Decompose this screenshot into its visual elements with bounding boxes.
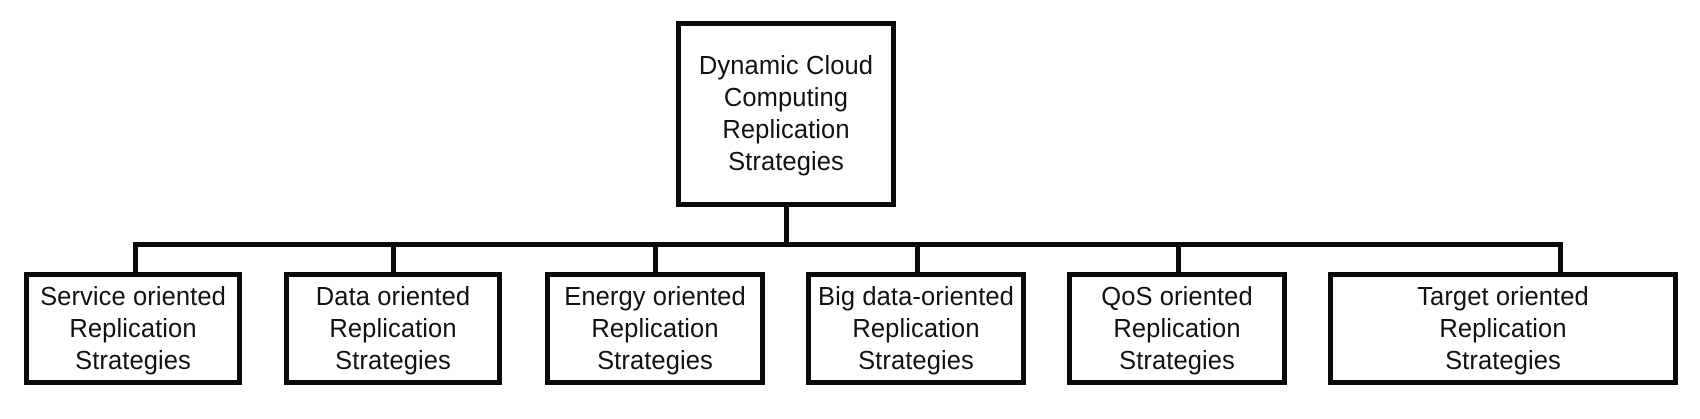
- connector-drop-target-oriented: [1558, 245, 1563, 274]
- node-target-oriented-replication-strategies: Target oriented Replication Strategies: [1328, 272, 1678, 385]
- connector-drop-qos-oriented: [1176, 245, 1181, 274]
- node-root-dynamic-cloud-computing-replication-strategies: Dynamic Cloud Computing Replication Stra…: [676, 21, 896, 207]
- node-data-oriented-label: Data oriented Replication Strategies: [315, 282, 471, 375]
- node-service-oriented-label: Service oriented Replication Strategies: [40, 282, 226, 375]
- node-data-oriented-replication-strategies: Data oriented Replication Strategies: [284, 272, 502, 385]
- node-target-oriented-label: Target oriented Replication Strategies: [1417, 282, 1589, 375]
- node-energy-oriented-label: Energy oriented Replication Strategies: [564, 282, 746, 375]
- connector-horizontal-bus: [133, 242, 1563, 247]
- node-qos-oriented-replication-strategies: QoS oriented Replication Strategies: [1067, 272, 1287, 385]
- connector-root-stem: [784, 205, 789, 247]
- connector-drop-data-oriented: [391, 245, 396, 274]
- node-energy-oriented-replication-strategies: Energy oriented Replication Strategies: [545, 272, 765, 385]
- node-big-data-oriented-label: Big data-oriented Replication Strategies: [818, 282, 1014, 375]
- node-qos-oriented-label: QoS oriented Replication Strategies: [1101, 282, 1253, 375]
- connector-drop-service-oriented: [133, 245, 138, 274]
- connector-drop-big-data-oriented: [915, 245, 920, 274]
- node-service-oriented-replication-strategies: Service oriented Replication Strategies: [24, 272, 242, 385]
- connector-drop-energy-oriented: [653, 245, 658, 274]
- node-root-label: Dynamic Cloud Computing Replication Stra…: [698, 52, 874, 176]
- node-big-data-oriented-replication-strategies: Big data-oriented Replication Strategies: [806, 272, 1026, 385]
